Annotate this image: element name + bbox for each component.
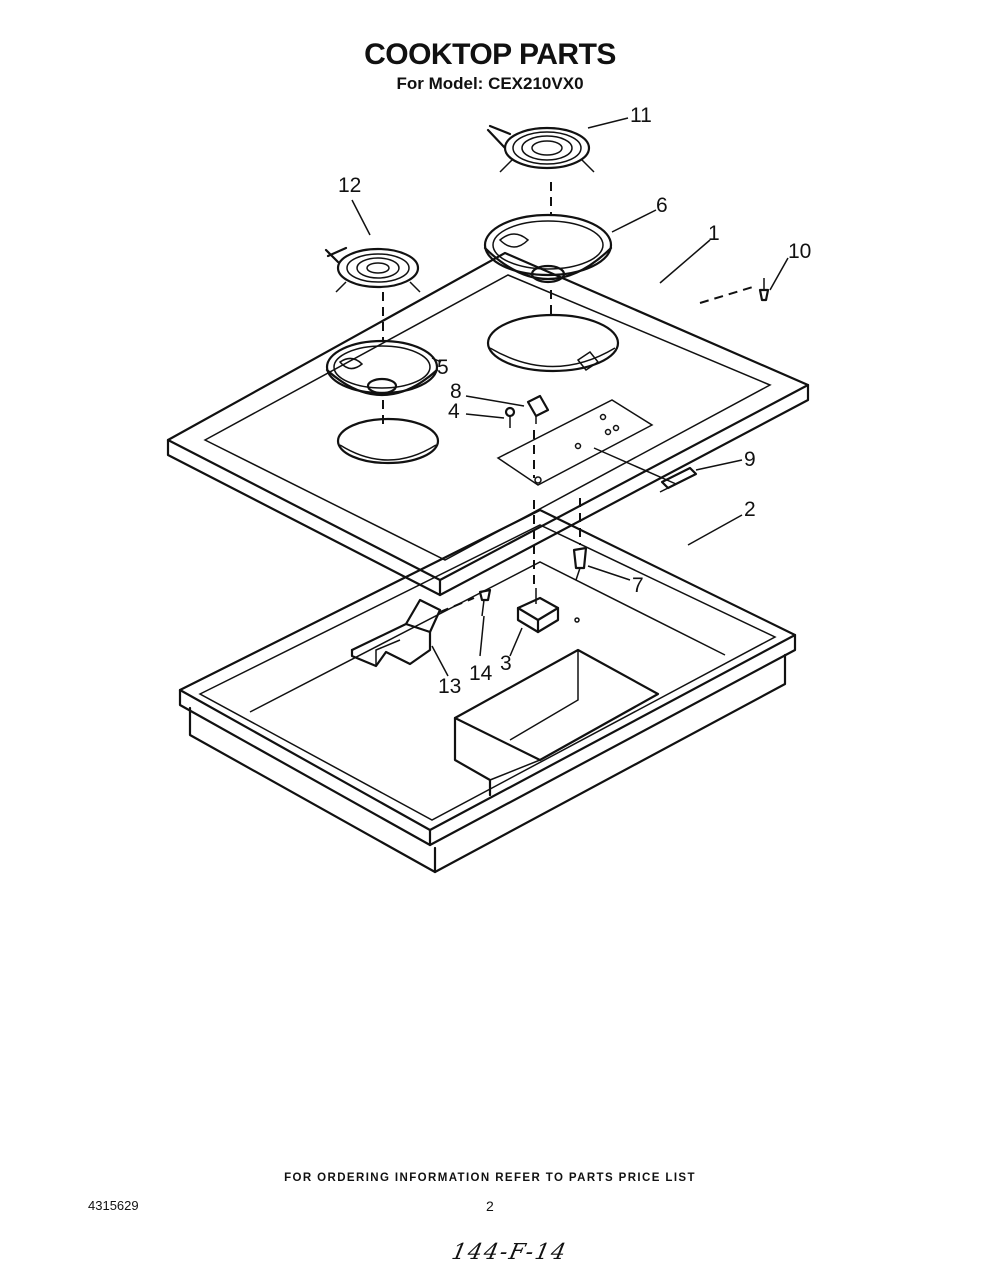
callout-6: 6 [656,194,668,217]
page-number: 2 [486,1198,494,1214]
page-title: COOKTOP PARTS [364,38,616,71]
callout-2: 2 [744,498,756,521]
callout-12: 12 [338,174,361,197]
model-subtitle: For Model: CEX210VX0 [396,74,584,93]
callout-11: 11 [630,104,652,127]
cooktop-frame [166,251,810,597]
document-number: 4315629 [88,1198,139,1213]
callout-labels: 1 2 3 4 5 6 7 8 9 10 11 12 13 14 [338,104,811,698]
surface-unit-small [324,246,421,293]
leader-lines [351,117,789,677]
ordering-info-footer: FOR ORDERING INFORMATION REFER TO PARTS … [284,1172,696,1184]
callout-8: 8 [450,380,462,403]
assembly-lines [382,182,757,613]
callout-14: 14 [469,662,493,685]
callout-5: 5 [437,356,449,379]
callout-7: 7 [632,574,644,597]
callout-13: 13 [438,675,461,698]
cooktop-box [178,508,797,874]
drip-bowl-small [325,339,439,397]
surface-unit-large [486,124,595,173]
callout-9: 9 [744,448,756,471]
callout-3: 3 [500,652,512,675]
callout-10: 10 [788,240,811,263]
drip-bowl-large [483,213,613,284]
callout-4: 4 [448,400,460,423]
small-parts [350,278,770,668]
callout-1: 1 [708,222,720,245]
handwritten-note: 144-F-14 [449,1240,570,1265]
